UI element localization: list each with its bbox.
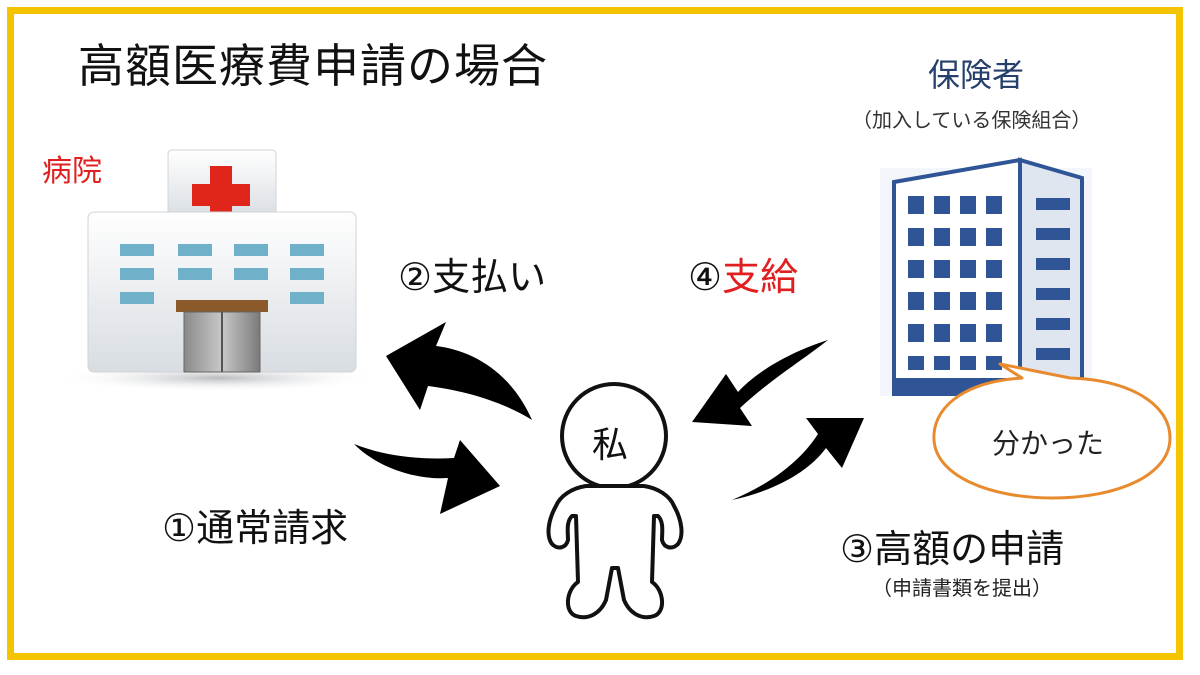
step1-label: ①通常請求 — [162, 506, 349, 550]
hospital-building-icon — [53, 149, 383, 392]
insurer-label: 保険者 — [928, 56, 1025, 94]
arrow-step3 — [732, 418, 864, 500]
step3-sublabel: （申請書類を提出） — [872, 576, 1052, 600]
hospital-label: 病院 — [42, 154, 102, 189]
arrow-step2 — [386, 322, 532, 420]
person-label: 私 — [592, 425, 629, 466]
step4-number: ④ — [688, 255, 723, 299]
insurer-sublabel: （加入している保険組合） — [852, 108, 1092, 132]
office-building-icon — [880, 157, 1092, 396]
person-figure-icon — [546, 382, 684, 620]
page-title: 高額医療費申請の場合 — [78, 39, 548, 93]
step4-word: 支給 — [722, 255, 799, 299]
speech-bubble — [932, 362, 1172, 500]
arrow-step4 — [692, 340, 828, 426]
arrow-step1 — [354, 440, 500, 514]
step2-label: ②支払い — [398, 255, 547, 299]
bubble-text: 分かった — [992, 427, 1105, 460]
step3-label: ③高額の申請 — [840, 527, 1065, 571]
step4-label: ④支給 — [688, 246, 798, 301]
